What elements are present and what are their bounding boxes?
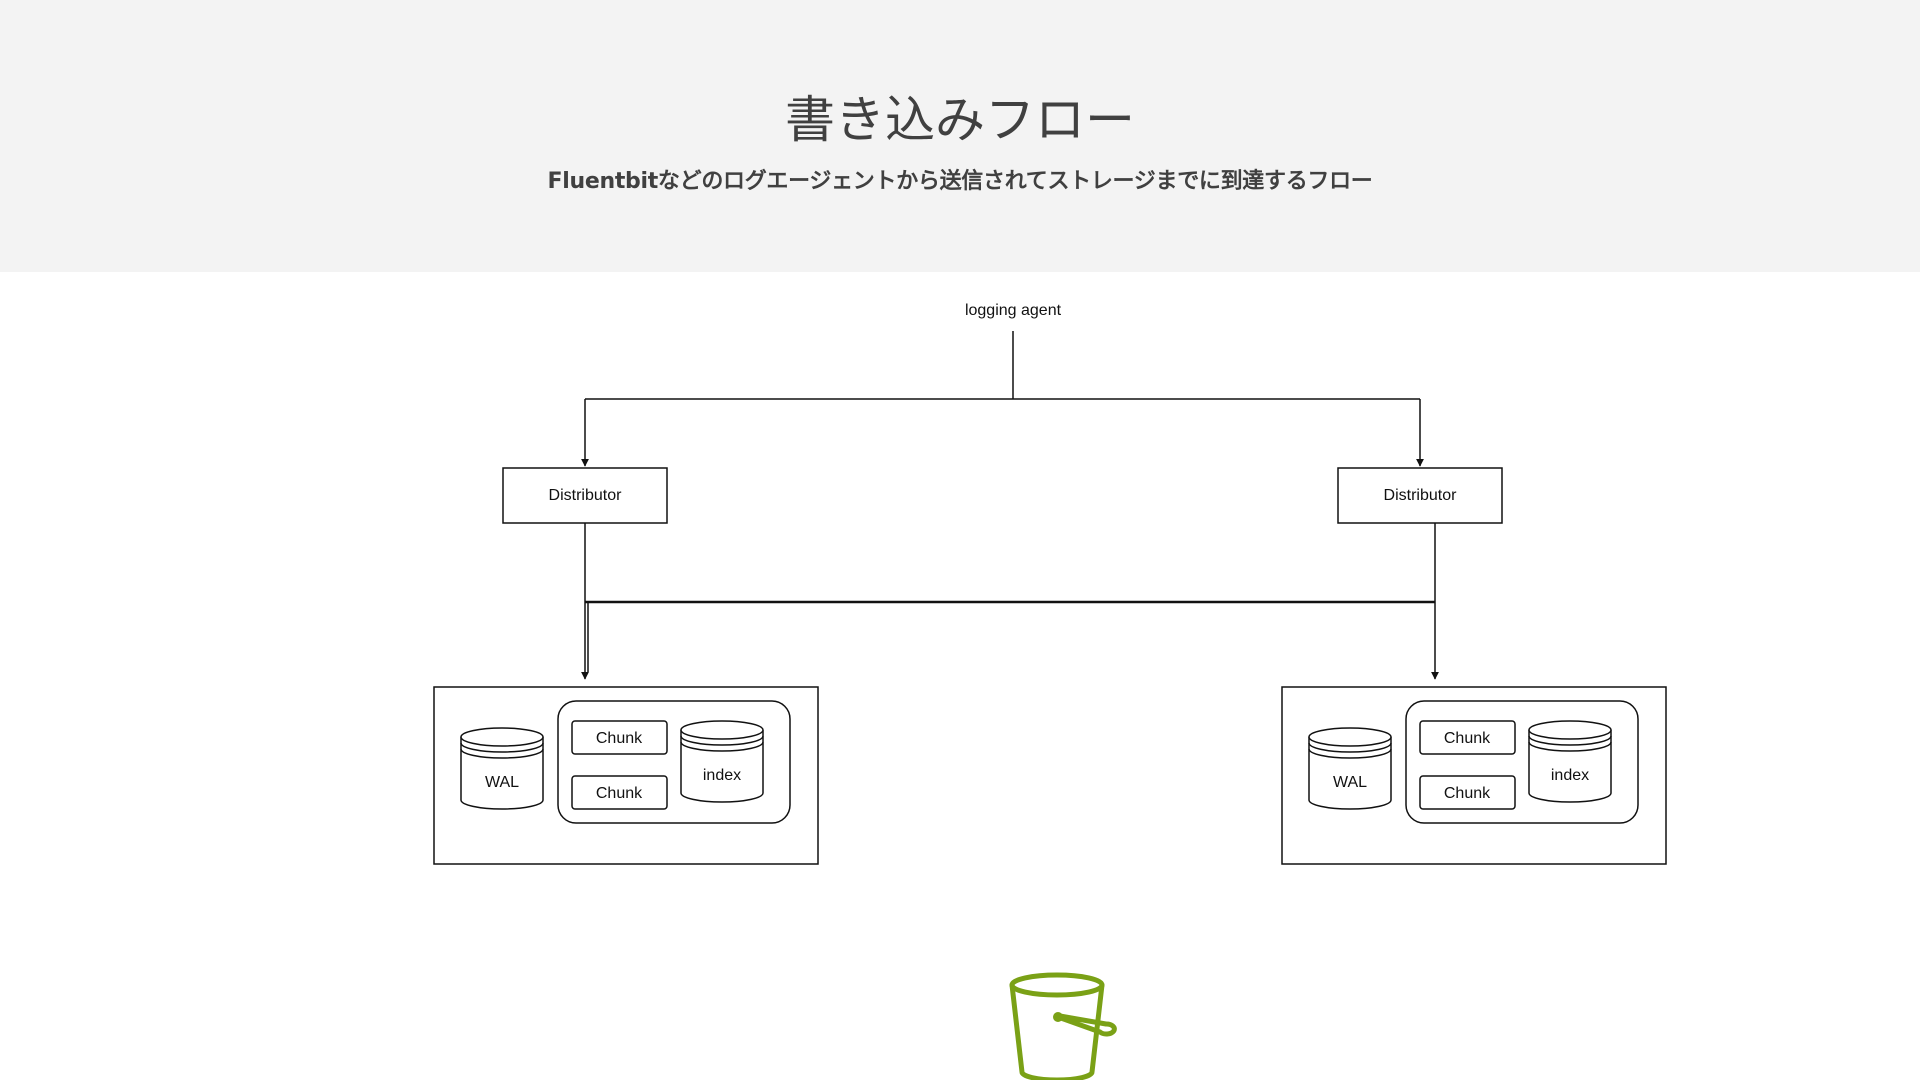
header-band: 書き込みフロー Fluentbitなどのログエージェントから送信されてストレージ… (0, 0, 1920, 272)
bucket-icon-knob (1053, 1012, 1063, 1022)
bucket-icon (1009, 972, 1117, 1080)
ingester-right: WAL Chunk Chunk index (1281, 686, 1667, 865)
wal-cylinder-left-ring-1 (460, 742, 544, 753)
page-subtitle: Fluentbitなどのログエージェントから送信されてストレージまでに到達するフ… (547, 169, 1373, 194)
index-cylinder-left-top (680, 720, 764, 740)
chunk-right-2-label: Chunk (1444, 785, 1491, 802)
index-left-label: index (703, 767, 741, 784)
chunk-right-2-box (1419, 775, 1516, 810)
wal-cylinder-right-ring-2 (1308, 748, 1392, 759)
chunk-left-1-box (571, 720, 668, 755)
bucket-icon-body (1009, 982, 1105, 1080)
distributor-right-label: Distributor (1384, 487, 1458, 504)
wal-cylinder-right-top (1308, 727, 1392, 747)
wal-right-label: WAL (1333, 774, 1367, 791)
index-cylinder-right-body (1528, 730, 1612, 803)
ingester-left: WAL Chunk Chunk index (433, 686, 819, 865)
index-cylinder-right-ring-1 (1528, 735, 1612, 746)
index-cylinder-right-top (1528, 720, 1612, 740)
bucket-icon-rim (1009, 972, 1105, 998)
distributor-right-box (1337, 467, 1503, 524)
bucket-icon-handle (1055, 1013, 1117, 1037)
index-cylinder-right-ring-2 (1528, 741, 1612, 752)
distributor-left-box (502, 467, 668, 524)
index-cylinder-left: index (680, 720, 764, 803)
index-cylinder-left-ring-2 (680, 741, 764, 752)
chunk-right-1-label: Chunk (1444, 730, 1491, 747)
chunk-left-1-label: Chunk (596, 730, 643, 747)
distributor-left-label: Distributor (549, 487, 623, 504)
wal-cylinder-right-body (1308, 737, 1392, 810)
index-cylinder-left-body (680, 730, 764, 803)
agent-to-distributor-connectors (581, 331, 1424, 467)
index-cylinder-right: index (1528, 720, 1612, 803)
distributor-right: Distributor (1337, 467, 1503, 524)
logging-agent-label: logging agent (965, 302, 1062, 319)
index-cylinder-left-ring-1 (680, 735, 764, 746)
wal-left-label: WAL (485, 774, 519, 791)
distributor-to-ingester-connectors (581, 523, 1439, 680)
wal-cylinder-left-ring-2 (460, 748, 544, 759)
page-title: 書き込みフロー (785, 91, 1135, 149)
chunk-left-2-box (571, 775, 668, 810)
chunk-right-1-box (1419, 720, 1516, 755)
wal-cylinder-left-top (460, 727, 544, 747)
wal-cylinder-right-ring-1 (1308, 742, 1392, 753)
chunk-left-2-label: Chunk (596, 785, 643, 802)
index-right-label: index (1551, 767, 1589, 784)
wal-cylinder-right: WAL (1308, 727, 1392, 810)
wal-cylinder-left: WAL (460, 727, 544, 810)
wal-cylinder-left-body (460, 737, 544, 810)
distributor-left: Distributor (502, 467, 668, 524)
